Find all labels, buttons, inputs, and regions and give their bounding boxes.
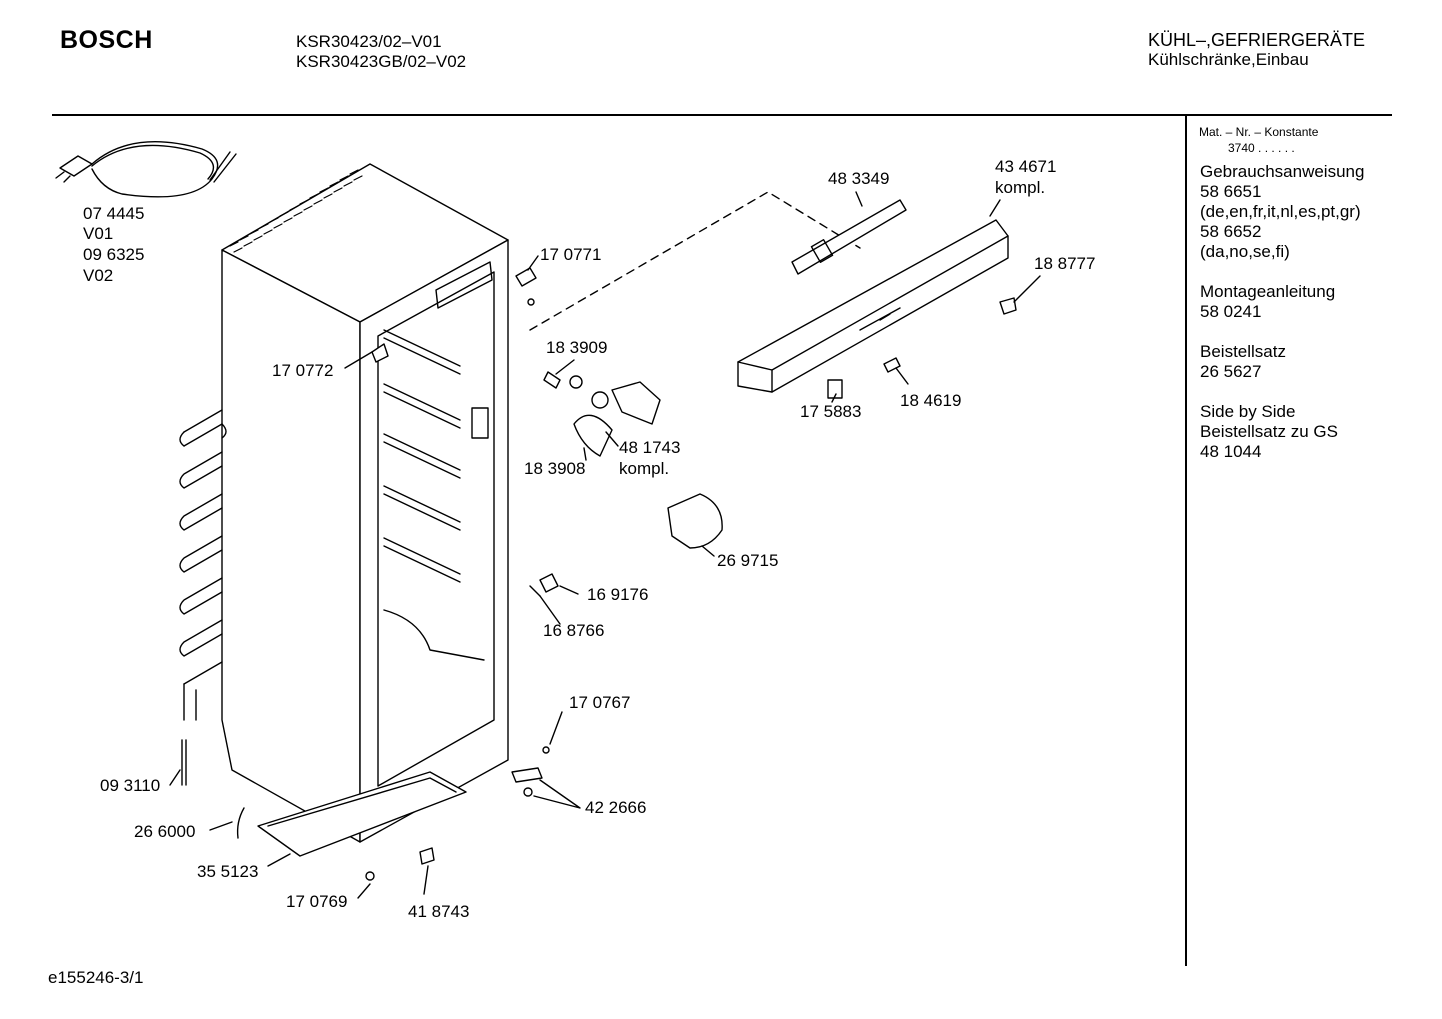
part-label-483349: 48 3349 (828, 169, 890, 188)
part-label-481743: 48 1743 (619, 438, 681, 457)
kompl-label-2: kompl. (619, 459, 670, 478)
part-label-170769: 17 0769 (286, 892, 348, 911)
part-label-096325: 09 6325 (83, 245, 145, 264)
connector-dashed-line (529, 191, 861, 331)
part-label-422666: 42 2666 (585, 798, 647, 817)
sidebar-divider (1185, 116, 1187, 966)
part-label-170771: 17 0771 (540, 245, 602, 264)
kit-label: Beistellsatz (1200, 342, 1286, 361)
manual-number-1: 58 6651 (1200, 182, 1262, 201)
part-label-168766: 16 8766 (543, 621, 605, 640)
part-label-266000: 26 6000 (134, 822, 196, 841)
manual-languages-2: (da,no,se,fi) (1200, 242, 1290, 261)
manual-languages-1: (de,en,fr,it,nl,es,pt,gr) (1200, 202, 1361, 221)
part-label-269715: 26 9715 (717, 551, 779, 570)
part-label-170772: 17 0772 (272, 361, 334, 380)
category-title: KÜHL–,GEFRIERGERÄTE (1148, 30, 1366, 50)
sensor-part (181, 739, 245, 839)
cabinet-part (221, 163, 509, 857)
kit-number: 26 5627 (1200, 362, 1262, 381)
control-board-part (791, 199, 907, 275)
part-label-170767: 17 0767 (569, 693, 631, 712)
kompl-label-1: kompl. (995, 178, 1046, 197)
part-label-074445: 07 4445 (83, 204, 145, 223)
small-parts (365, 267, 1017, 881)
drawing-id: e155246-3/1 (48, 968, 144, 987)
variant-label-v01: V01 (83, 224, 114, 243)
brand-logo: BOSCH (60, 26, 153, 54)
manual-label: Gebrauchsanweisung (1200, 162, 1365, 181)
part-label-434671: 43 4671 (995, 157, 1057, 176)
assembly-number: 58 0241 (1200, 302, 1262, 321)
part-label-093110: 09 3110 (100, 776, 161, 795)
part-label-175883: 17 5883 (800, 402, 862, 421)
header-divider (52, 114, 1392, 116)
model-number-2: KSR30423GB/02–V02 (296, 52, 467, 71)
control-panel-part (737, 219, 1009, 393)
part-label-169176: 16 9176 (587, 585, 649, 604)
part-label-355123: 35 5123 (197, 862, 259, 881)
side-by-side-number: 48 1044 (1200, 442, 1262, 461)
side-by-side-kit-label: Beistellsatz zu GS (1200, 422, 1338, 441)
condenser-part (179, 409, 227, 721)
part-label-418743: 41 8743 (408, 902, 470, 921)
power-cable-part (55, 141, 237, 198)
part-label-183908: 18 3908 (524, 459, 586, 478)
mat-constant-label: Mat. – Nr. – Konstante (1199, 125, 1319, 139)
part-label-188777: 18 8777 (1034, 254, 1096, 273)
mat-constant-value: 3740 . . . . . . (1228, 141, 1295, 155)
variant-label-v02: V02 (83, 266, 114, 285)
assembly-label: Montageanleitung (1200, 282, 1336, 301)
category-subtitle: Kühlschränke,Einbau (1148, 50, 1309, 69)
part-label-184619: 18 4619 (900, 391, 962, 410)
part-label-183909: 18 3909 (546, 338, 608, 357)
manual-number-2: 58 6652 (1200, 222, 1262, 241)
side-by-side-label: Side by Side (1200, 402, 1296, 421)
leader-lines (169, 191, 1041, 899)
model-number-1: KSR30423/02–V01 (296, 32, 442, 51)
